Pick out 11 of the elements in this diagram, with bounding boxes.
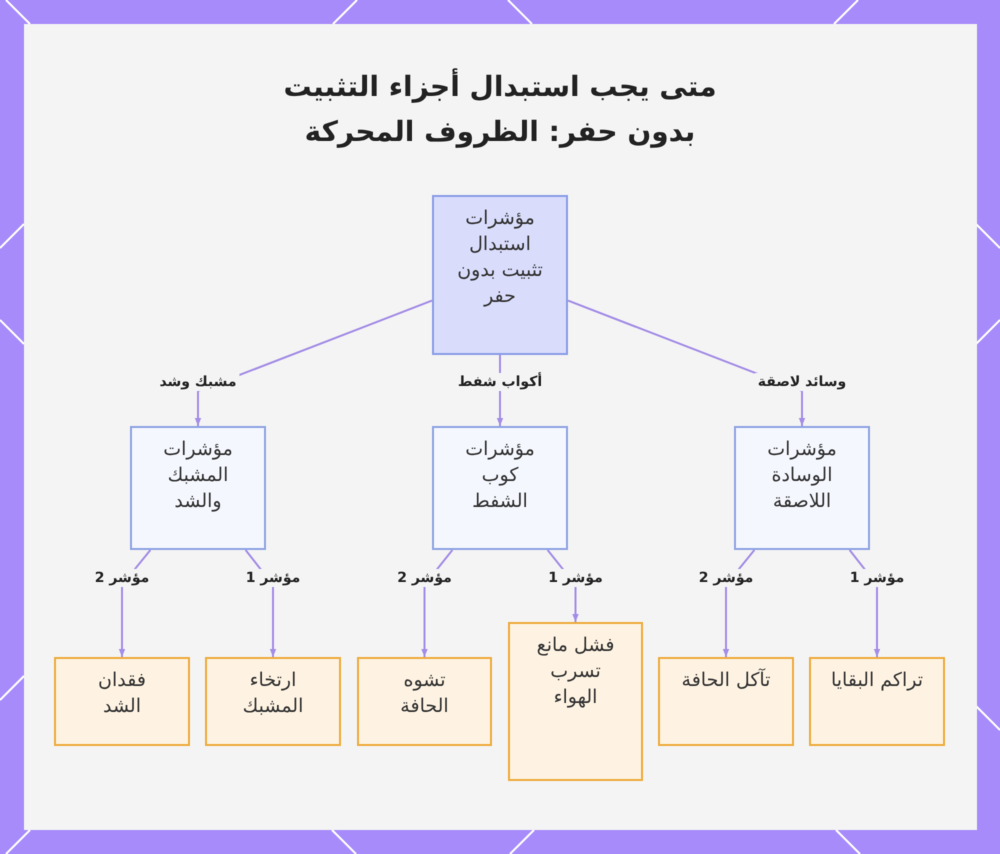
- indicator-box: فقدان الشد: [54, 657, 190, 746]
- indicator-box: ارتخاء المشبك: [205, 657, 341, 746]
- indicator-box: تآكل الحافة: [658, 657, 794, 746]
- category-box: مؤشرات الوسادة اللاصقة: [734, 426, 870, 550]
- indicator-box: تراكم البقايا: [809, 657, 945, 746]
- diagram-title: متى يجب استبدال أجزاء التثبيت بدون حفر: الظروف المحركة: [282, 67, 718, 150]
- indicator-box: فشل مانع تسرب الهواء: [508, 622, 643, 781]
- category-box: مؤشرات المشبك والشد: [130, 426, 266, 550]
- root-box: مؤشرات استبدال تثبيت بدون حفر: [432, 195, 568, 355]
- indicator-box: تشوه الحافة: [357, 657, 492, 746]
- category-box: مؤشرات كوب الشفط: [432, 426, 568, 550]
